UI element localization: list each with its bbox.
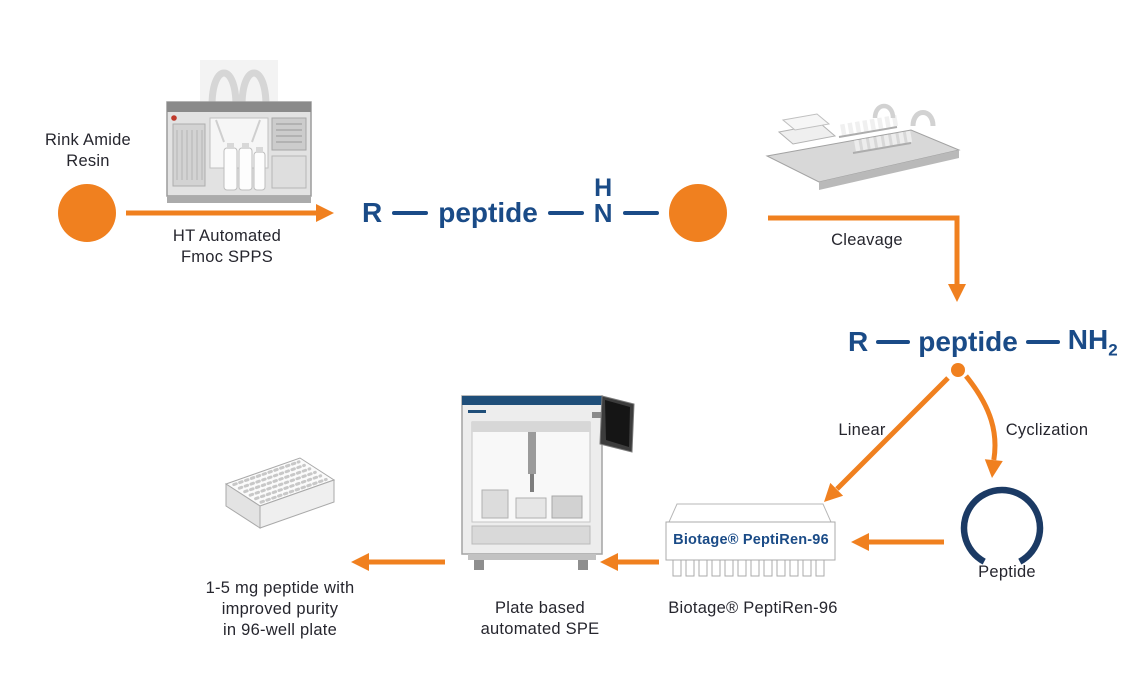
resin-bead xyxy=(668,184,727,242)
automated-spe-system-photo xyxy=(461,395,635,570)
spe-caption: Plate based automated SPE xyxy=(480,599,600,639)
linear-branch-label: Linear xyxy=(838,421,886,439)
nh-text: NH xyxy=(1067,323,1109,355)
formula-r-group: R xyxy=(848,326,869,357)
amide-nh-group: H N xyxy=(593,176,613,228)
arrow-to-peptiren-head xyxy=(851,533,869,551)
formula-r-group: R xyxy=(362,197,383,228)
cyclic-peptide-ring xyxy=(960,486,1044,565)
arrow-to-product-head xyxy=(351,553,369,571)
arrow-cyclization xyxy=(964,374,998,461)
synthesizer-tubing-arches xyxy=(208,69,270,107)
cleaved-peptide-formula: R peptide NH2 xyxy=(848,324,1118,360)
arrow-cleavage xyxy=(768,215,960,285)
peptiren-caption: Biotage® PeptiRen-96 xyxy=(668,599,838,617)
rink-amide-resin-label: Rink Amide Resin xyxy=(45,131,131,171)
bond-line xyxy=(876,339,911,345)
bond-line xyxy=(1025,339,1060,345)
resin-bound-peptide-formula: R peptide H N xyxy=(362,176,727,242)
cyclic-peptide-label: Peptide xyxy=(978,563,1036,581)
resin-bead xyxy=(58,184,116,242)
spps-process-label: HT Automated Fmoc SPPS xyxy=(172,227,282,267)
arrow-linear xyxy=(835,376,950,491)
cleavage-workstation-photo xyxy=(765,103,961,190)
peptiren-device-text: Biotage® PeptiRen-96 xyxy=(673,532,829,548)
arrow-cyclization-head xyxy=(984,459,1003,478)
branch-dot xyxy=(951,363,965,377)
bond-line xyxy=(392,210,429,216)
peptide-synthesizer-photo xyxy=(166,60,312,203)
96-well-plate-drawing xyxy=(224,457,336,529)
product-caption: 1-5 mg peptide with improved purity in 9… xyxy=(205,579,355,640)
peptiren-96-plate-drawing xyxy=(665,503,836,577)
plate-comb-teeth xyxy=(672,559,825,577)
touchscreen xyxy=(599,395,635,453)
arrow-to-spe-head xyxy=(600,553,618,571)
arrow-linear-head xyxy=(824,482,844,502)
h-atom: H xyxy=(594,174,613,202)
well-rows xyxy=(232,460,328,504)
cleavage-label: Cleavage xyxy=(831,231,903,249)
cyclization-branch-label: Cyclization xyxy=(1005,421,1089,439)
arrow-spps-head xyxy=(316,204,334,222)
arrow-cleavage-head xyxy=(948,284,966,302)
nh2-subscript: 2 xyxy=(1108,340,1118,360)
bond-line xyxy=(547,210,584,216)
formula-peptide: peptide xyxy=(438,197,538,228)
bond-line xyxy=(622,210,659,216)
tube-racks xyxy=(838,114,914,154)
formula-peptide: peptide xyxy=(918,326,1018,357)
n-atom: N xyxy=(593,198,613,228)
formula-nh2-group: NH2 xyxy=(1067,323,1118,360)
manifold-handles xyxy=(872,103,936,127)
